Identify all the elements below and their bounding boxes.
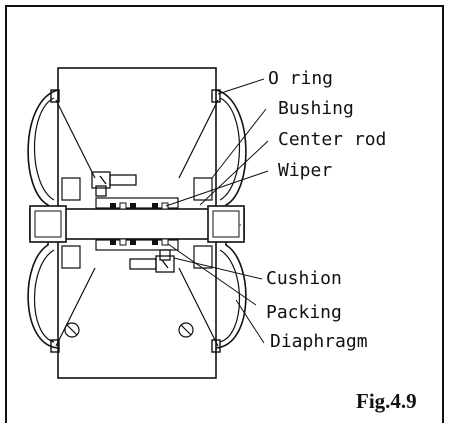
upper-pilot-valve <box>91 171 137 197</box>
bushing-lower <box>95 239 179 251</box>
left-diaphragm-plate <box>55 99 96 347</box>
scan-dot <box>239 224 241 226</box>
left-diaphragm-inner <box>33 97 55 343</box>
label-wiper: Wiper <box>278 160 333 181</box>
label-o-ring: O ring <box>268 68 334 89</box>
o-ring-bottom-right <box>211 339 221 353</box>
leader-lines <box>165 78 269 344</box>
label-bushing: Bushing <box>278 98 354 119</box>
figure-caption: Fig.4.9 <box>356 389 417 413</box>
right-diaphragm-inner <box>219 97 241 343</box>
rod-end-left-inner <box>34 210 62 238</box>
label-diaphragm: Diaphragm <box>270 331 368 352</box>
packing-rings <box>110 203 158 245</box>
label-cushion: Cushion <box>266 268 342 289</box>
bolts <box>64 322 194 338</box>
lower-pilot-valve <box>129 249 175 273</box>
right-inner-blocks <box>193 177 213 269</box>
o-ring-top-left <box>50 89 60 103</box>
page-border <box>5 5 444 423</box>
bushing-upper <box>95 197 179 209</box>
rod-end-right <box>207 205 245 243</box>
rod-end-left <box>29 205 67 243</box>
o-ring-top-right <box>211 89 221 103</box>
left-inner-blocks <box>61 177 81 269</box>
rod-end-right-inner <box>212 210 240 238</box>
label-packing: Packing <box>266 302 342 323</box>
wiper-rings <box>119 202 169 246</box>
label-center-rod: Center rod <box>278 129 387 150</box>
o-ring-bottom-left <box>50 339 60 353</box>
right-diaphragm-plate <box>178 99 219 347</box>
